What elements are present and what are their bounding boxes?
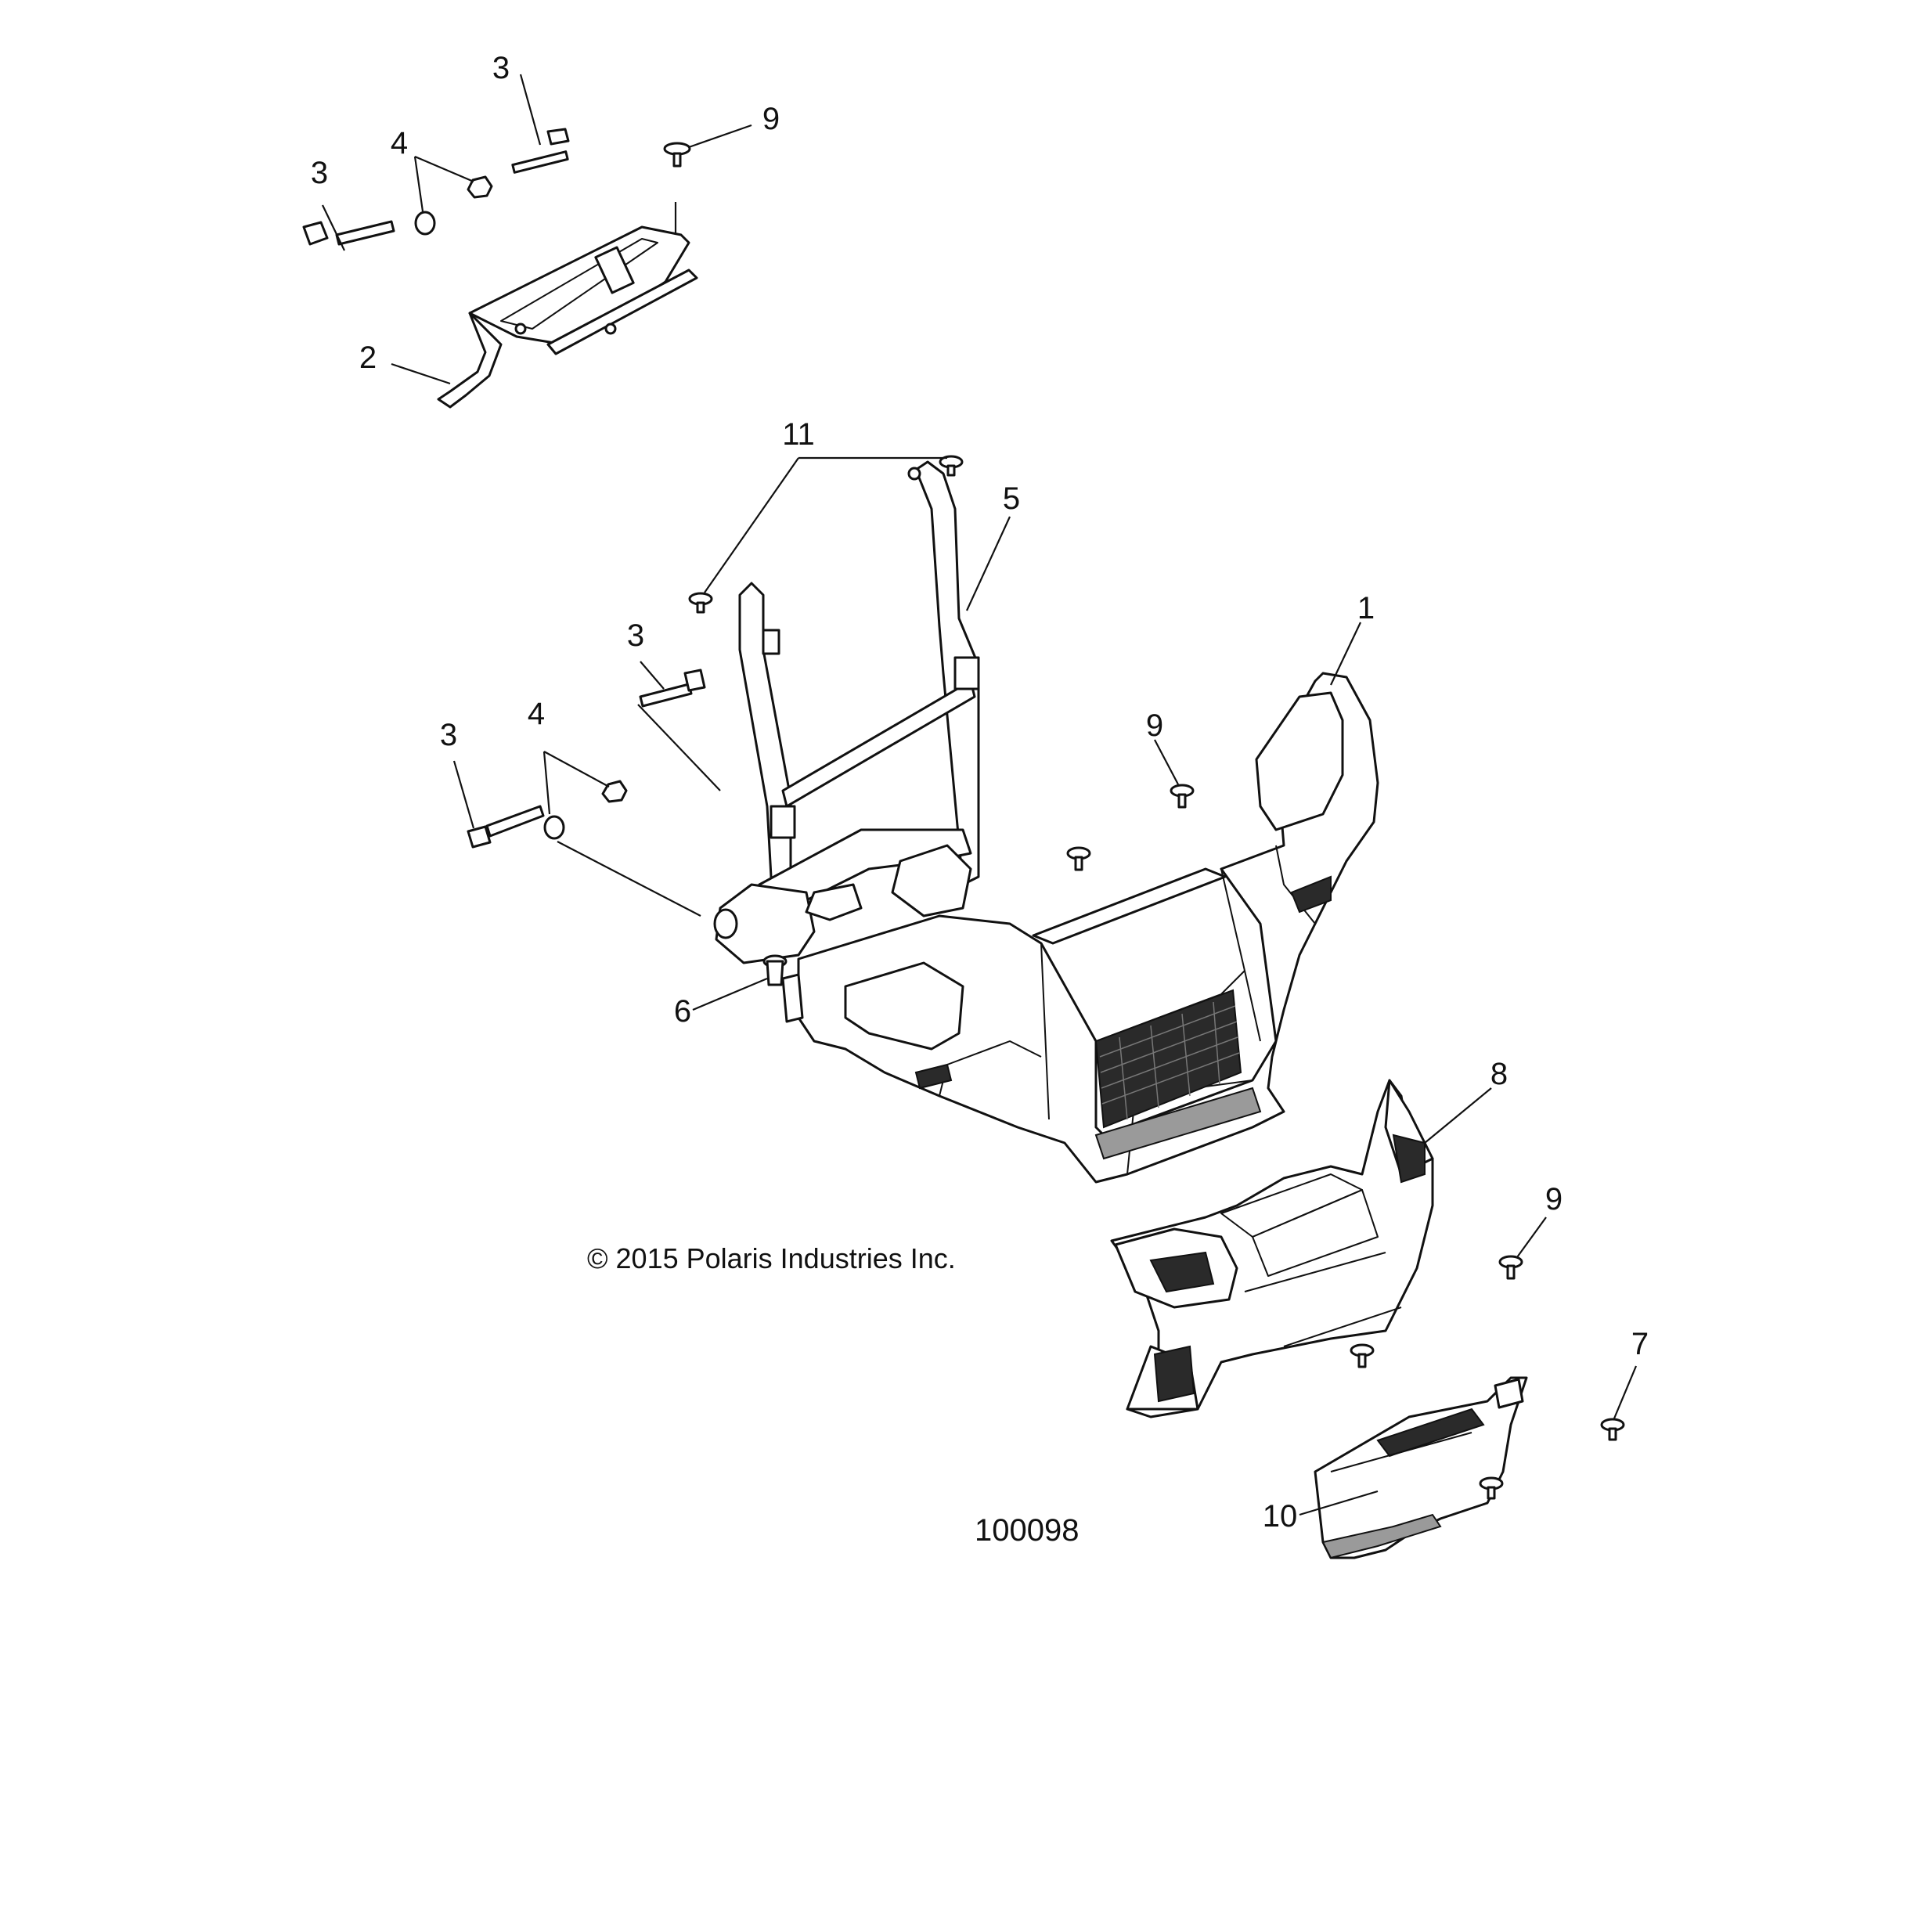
screw-part-9-lower (1498, 1217, 1547, 1280)
screw-part-9-upper (663, 142, 691, 168)
skid-plate-part-10 (1314, 1376, 1528, 1559)
front-cab-part-1 (781, 672, 1379, 1184)
callout-3-left: 3 (311, 156, 328, 190)
callout-4-top: 4 (391, 126, 408, 160)
callout-11: 11 (782, 417, 815, 452)
screw-bumper-under (1350, 1343, 1375, 1368)
washer-part-4-middle (543, 815, 565, 840)
screw-skid-under (1479, 1476, 1504, 1500)
screw-part-9-cab (1154, 739, 1195, 809)
bumper-part-8 (1110, 1079, 1434, 1418)
bracket-assembly-top (302, 74, 752, 409)
callout-10: 10 (1263, 1499, 1298, 1534)
screw-part-7 (1600, 1365, 1638, 1441)
bracket-part-2 (437, 225, 698, 409)
callout-9-lower: 9 (1545, 1182, 1563, 1217)
frame-part-5 (713, 460, 980, 964)
callout-3-middle-left: 3 (440, 718, 457, 752)
callout-2: 2 (359, 341, 377, 375)
pushpin-part-6 (692, 954, 788, 1011)
screw-part-11-left (688, 592, 713, 614)
callout-5: 5 (1003, 481, 1020, 516)
callout-9-top: 9 (762, 102, 780, 136)
callout-6: 6 (674, 994, 691, 1029)
callout-7: 7 (1631, 1327, 1649, 1361)
bolt-part-3-upper (511, 128, 570, 174)
bolt-part-3-middle-left (467, 805, 545, 849)
callout-3-top: 3 (492, 51, 510, 85)
nut-part-4-upper (467, 175, 493, 199)
callout-4-middle: 4 (528, 697, 545, 731)
screw-part-11-right (939, 455, 964, 477)
callout-1: 1 (1357, 591, 1375, 625)
callout-3-middle: 3 (627, 618, 644, 653)
bolt-part-3-left (302, 220, 395, 246)
washer-part-4-upper (414, 211, 436, 236)
callout-9-cab: 9 (1146, 708, 1163, 743)
screw-cab-center (1066, 846, 1091, 871)
figure-number: 100098 (975, 1513, 1079, 1548)
bolt-part-3-middle-upper (639, 669, 706, 708)
callout-8: 8 (1490, 1057, 1508, 1091)
copyright-notice: © 2015 Polaris Industries Inc. (587, 1242, 956, 1274)
